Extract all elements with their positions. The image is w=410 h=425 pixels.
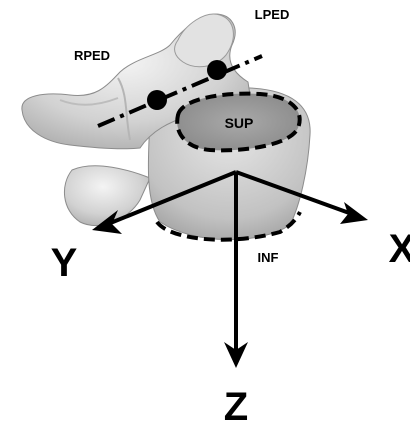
inf-label: INF: [258, 250, 279, 265]
lped-label: LPED: [255, 7, 290, 22]
x-axis-label: X: [389, 227, 410, 271]
lped-point: [207, 60, 227, 80]
transverse-process-left: [64, 166, 150, 226]
sup-label: SUP: [225, 115, 254, 131]
rped-label: RPED: [74, 48, 110, 63]
y-axis-label: Y: [51, 241, 78, 285]
z-axis-label: Z: [224, 385, 248, 425]
rped-point: [147, 90, 167, 110]
